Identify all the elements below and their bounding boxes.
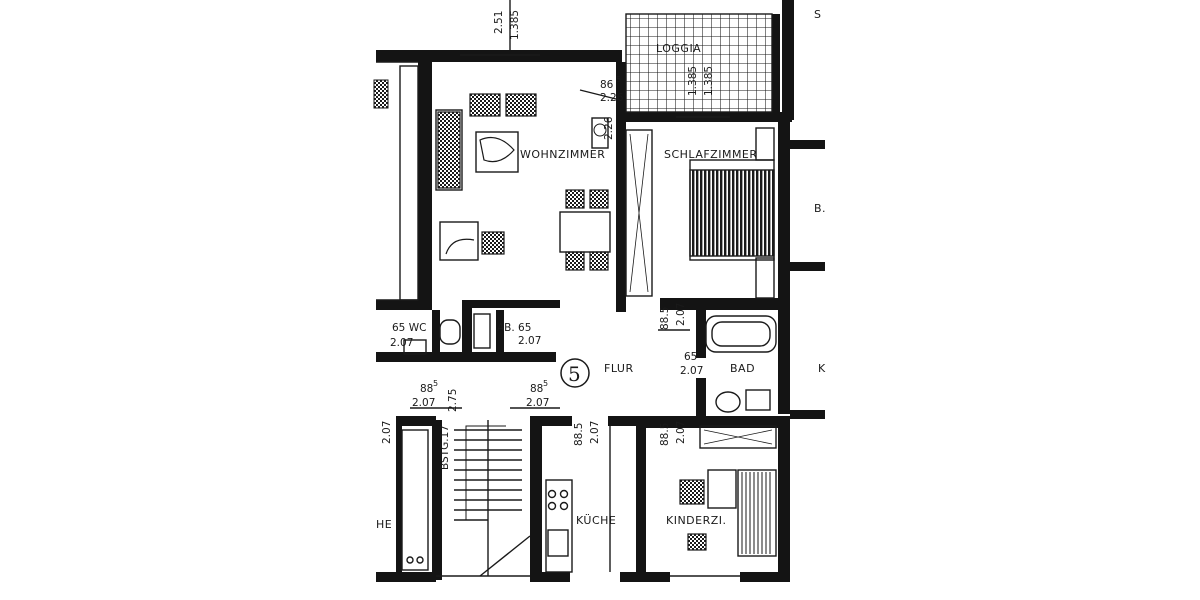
- label-ab: AB. 65: [497, 322, 531, 334]
- dim-top-w: 2.51: [493, 11, 505, 34]
- dim-door-living-a: 86: [600, 79, 614, 91]
- label-wc: 65 WC: [392, 322, 426, 334]
- label-wc-dim: 2.07: [390, 337, 413, 349]
- label-top-edge: S: [814, 8, 821, 21]
- label-wohnzimmer: WOHNZIMMER: [520, 148, 605, 161]
- dim-door-kinder-w: 88.5: [659, 423, 671, 446]
- apartment-number-circle: [560, 358, 590, 388]
- walls: [376, 0, 825, 582]
- label-schlafzimmer: SCHLAFZIMMER: [664, 148, 758, 161]
- label-stair: BSTG.17: [439, 425, 451, 470]
- label-kueche: KÜCHE: [576, 514, 616, 527]
- label-flur: FLUR: [604, 362, 634, 375]
- dim-door-living-a-sup: 5: [616, 75, 621, 84]
- dim-door-kitchen-h: 2.07: [589, 421, 601, 444]
- dim-door-stair-w: 88: [420, 383, 433, 395]
- dim-door-bedroom-h: 2.07: [675, 303, 687, 326]
- dim-door-bad-h: 2.07: [680, 365, 703, 377]
- dim-door-bedroom-w: 88.5: [659, 307, 671, 330]
- dim-door-kitchen-w: 88.5: [573, 423, 585, 446]
- dim-door-left-h: 2.07: [381, 421, 393, 444]
- label-ab-dim: 2.07: [518, 335, 541, 347]
- fixtures: [373, 0, 777, 577]
- dim-door-flur-w: 88: [530, 383, 543, 395]
- label-loggia: LOGGIA: [656, 42, 701, 55]
- label-right-b: B.: [814, 202, 826, 215]
- dim-door-kinder-h: 2.07: [675, 421, 687, 444]
- label-left-he: HE: [376, 518, 392, 531]
- dim-door-stair-h: 2.07: [412, 397, 435, 409]
- dim-top-h: 1.385: [509, 10, 521, 40]
- room-labels: S LOGGIA WOHNZIMMER SCHLAFZIMMER B. 65 W…: [376, 8, 826, 531]
- dim-door-bad-w: 65: [684, 351, 697, 363]
- dim-door-stair-sup: 5: [433, 379, 438, 388]
- dim-loggia-h: 1.385: [703, 66, 715, 96]
- label-kinderzimmer: KINDERZI.: [666, 514, 727, 527]
- dimension-labels: 2.51 1.385 1.385 1.385 86 5 2.26 2.26 88…: [381, 10, 715, 446]
- dim-stair-rise: 2.75: [447, 389, 459, 412]
- dim-door-living-b: 2.26: [600, 92, 624, 104]
- dim-door-flur-h: 2.07: [526, 397, 549, 409]
- dim-loggia-w: 1.385: [687, 66, 699, 96]
- dim-door-flur-sup: 5: [543, 379, 548, 388]
- label-bad: BAD: [730, 362, 755, 375]
- label-right-k: K: [818, 362, 826, 375]
- dim-door-living-v: 2.26: [603, 116, 615, 140]
- label-apartment-number: 5: [568, 362, 581, 386]
